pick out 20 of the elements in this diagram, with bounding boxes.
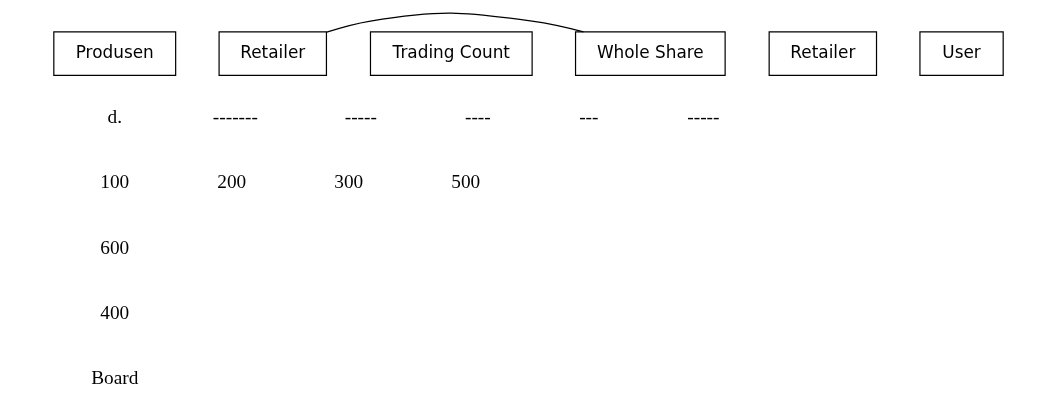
label: 500 <box>450 171 480 193</box>
label: d. <box>107 106 122 128</box>
label: ------- <box>212 106 258 128</box>
label: ---- <box>464 106 491 128</box>
node-box: Whole Share <box>574 31 726 76</box>
node-box: User <box>918 31 1004 76</box>
label: ----- <box>344 106 377 128</box>
label: 200 <box>216 171 246 193</box>
node-box: Produsen <box>52 31 176 76</box>
node-box: Retailer <box>768 31 877 76</box>
label: ----- <box>686 106 719 128</box>
node-box: Trading Count <box>369 31 533 76</box>
label: Board <box>90 366 138 388</box>
connector <box>325 12 584 33</box>
node-box: Retailer <box>218 31 327 76</box>
label: 400 <box>99 301 129 323</box>
label: 100 <box>99 171 129 193</box>
label: --- <box>578 106 598 128</box>
label: 600 <box>99 236 129 258</box>
label: 300 <box>333 171 363 193</box>
